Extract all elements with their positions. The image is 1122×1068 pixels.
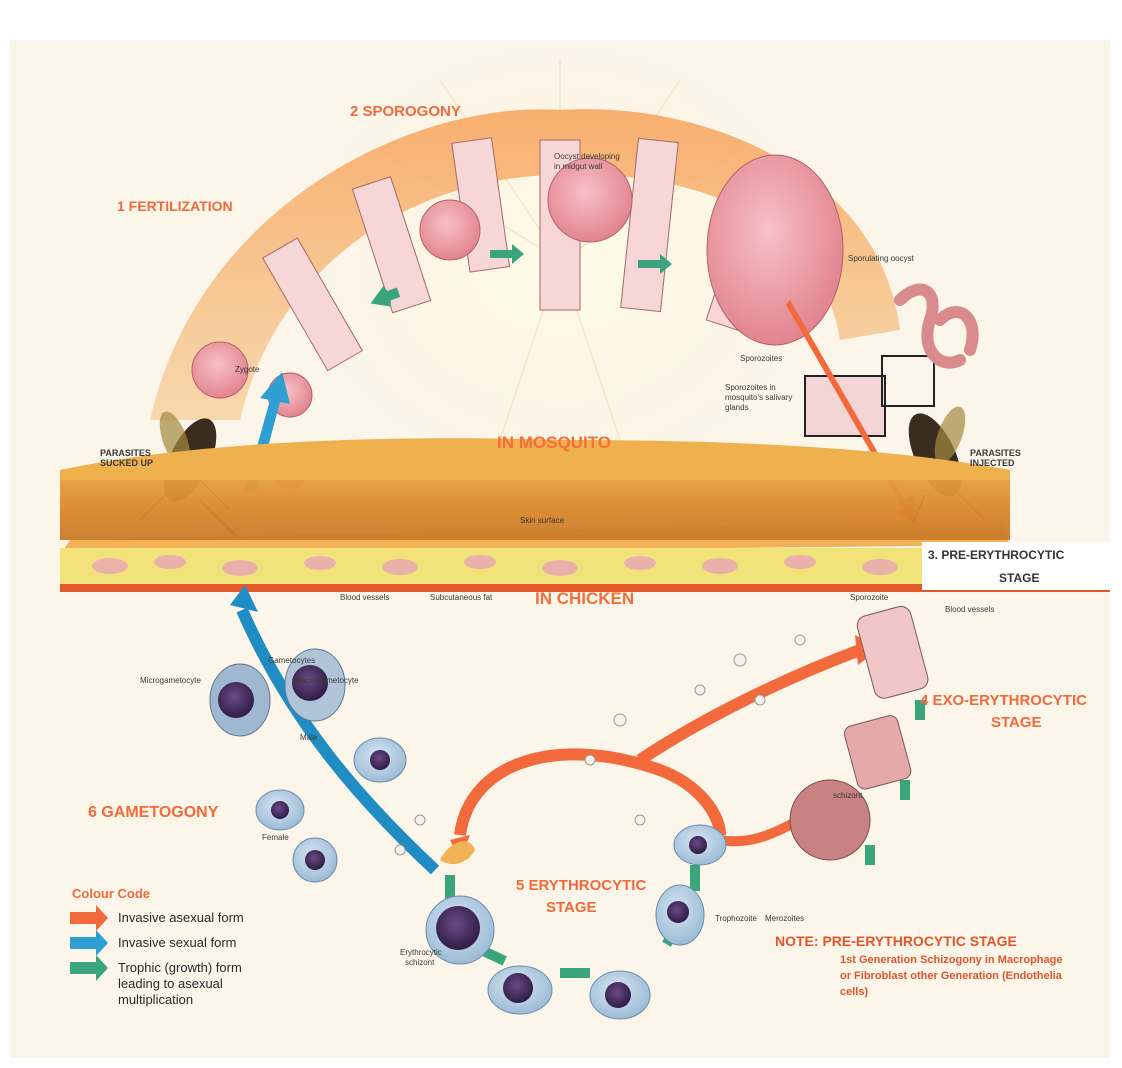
label-parasites-sucked-2: SUCKED UP — [100, 458, 153, 468]
region-mosquito: IN MOSQUITO — [497, 433, 611, 452]
legend-label-trophic-3: multiplication — [118, 992, 193, 1007]
label-macrogametocyte: Macrogametocyte — [295, 676, 359, 685]
young-oocyst — [420, 200, 480, 260]
label-sporozoite: Sporozoite — [850, 593, 889, 602]
legend-title: Colour Code — [72, 886, 150, 901]
stage-sporogony: 2 SPOROGONY — [350, 103, 461, 120]
note-line-1: 1st Generation Schizogony in Macrophage — [840, 954, 1062, 966]
region-chicken: IN CHICKEN — [535, 589, 634, 608]
label-subcutaneous-fat: Subcutaneous fat — [430, 593, 493, 602]
label-schizont: schizont — [833, 791, 863, 800]
legend-label-trophic: Trophic (growth) form — [118, 960, 242, 975]
label-male: Male — [300, 733, 318, 742]
skin-block — [60, 470, 1010, 540]
label-skin: Skin surface — [520, 516, 565, 525]
legend-label-sexual: Invasive sexual form — [118, 935, 237, 950]
legend-label-trophic-2: leading to asexual — [118, 976, 223, 991]
note-title: NOTE: PRE-ERYTHROCYTIC STAGE — [775, 933, 1017, 949]
note-line-2: or Fibroblast other Generation (Endothel… — [840, 970, 1063, 982]
stage-fertilization: 1 FERTILIZATION — [117, 198, 233, 214]
label-salivary-1: Sporozoites in — [725, 383, 776, 392]
label-oocyst-midgut-1: Oocyst developing — [554, 152, 620, 161]
label-sporozoites: Sporozoites — [740, 354, 782, 363]
label-blood-vessels-right: Blood vessels — [945, 605, 994, 614]
sporulating-oocyst — [707, 155, 843, 345]
label-sporulating-oocyst: Sporulating oocyst — [848, 254, 915, 263]
label-merozoites: Merozoites — [765, 914, 804, 923]
label-parasites-sucked-1: PARASITES — [100, 448, 151, 458]
label-parasites-injected-2: INJECTED — [970, 458, 1015, 468]
stage-pre-erythrocytic-2: STAGE — [999, 571, 1039, 585]
label-zygote: Zygote — [235, 365, 260, 374]
label-microgametocyte: Microgametocyte — [140, 676, 201, 685]
label-salivary-3: glands — [725, 403, 749, 412]
stage-erythrocytic-1: 5 ERYTHROCYTIC — [516, 877, 646, 894]
legend-label-asexual: Invasive asexual form — [118, 910, 244, 925]
label-female: Female — [262, 833, 289, 842]
label-salivary-2: mosquito's salivary — [725, 393, 792, 402]
label-erythrocytic-schizont-1: Erythrocytic — [400, 948, 442, 957]
label-oocyst-midgut-2: in midgut wall — [554, 162, 603, 171]
stage-exo-erythrocytic-1: 4 EXO-ERYTHROCYTIC — [920, 692, 1087, 709]
stage-erythrocytic-2: STAGE — [546, 899, 597, 916]
label-blood-vessels: Blood vessels — [340, 593, 389, 602]
label-erythrocytic-schizont-2: schizont — [405, 958, 435, 967]
note-line-3: cells) — [840, 986, 868, 998]
label-trophozoite: Trophozoite — [715, 914, 758, 923]
label-gametocytes: Gametocytes — [268, 656, 315, 665]
label-parasites-injected-1: PARASITES — [970, 448, 1021, 458]
stage-exo-erythrocytic-2: STAGE — [991, 714, 1042, 731]
stage-gametogony: 6 GAMETOGONY — [88, 804, 219, 821]
stage-pre-erythrocytic-1: 3. PRE-ERYTHROCYTIC — [928, 548, 1065, 562]
